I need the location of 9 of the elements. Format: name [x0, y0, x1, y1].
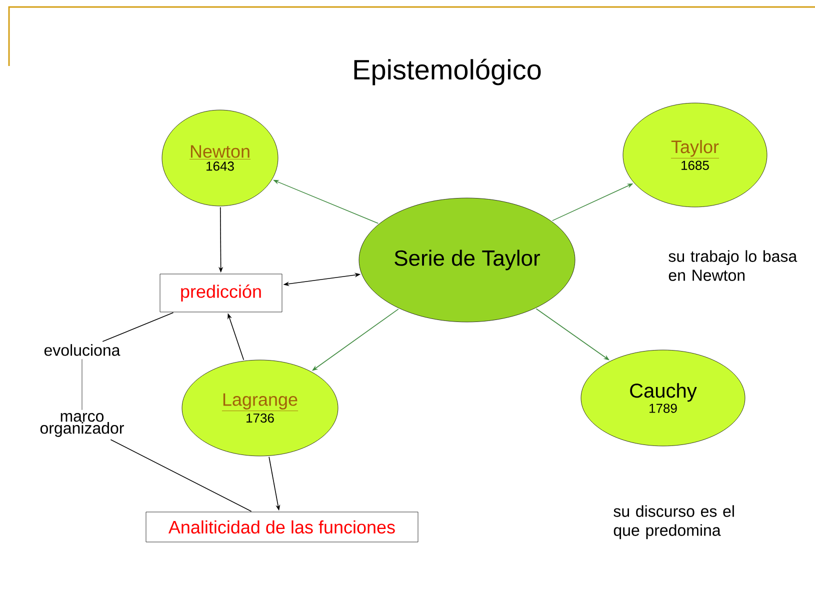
- concept-box: Analiticidad de las funciones: [146, 512, 418, 542]
- connector-text: marco organizador: [40, 413, 124, 437]
- concept-box: predicción: [160, 274, 282, 312]
- annotation-text: su discurso es el que predomina: [614, 505, 734, 540]
- connector-line: [102, 312, 174, 342]
- connector-line: [110, 439, 252, 512]
- connector-text: evoluciona: [44, 344, 120, 356]
- title: Epistemológico: [354, 58, 541, 86]
- annotation-text: su trabajo lo basa en Newton: [668, 250, 798, 281]
